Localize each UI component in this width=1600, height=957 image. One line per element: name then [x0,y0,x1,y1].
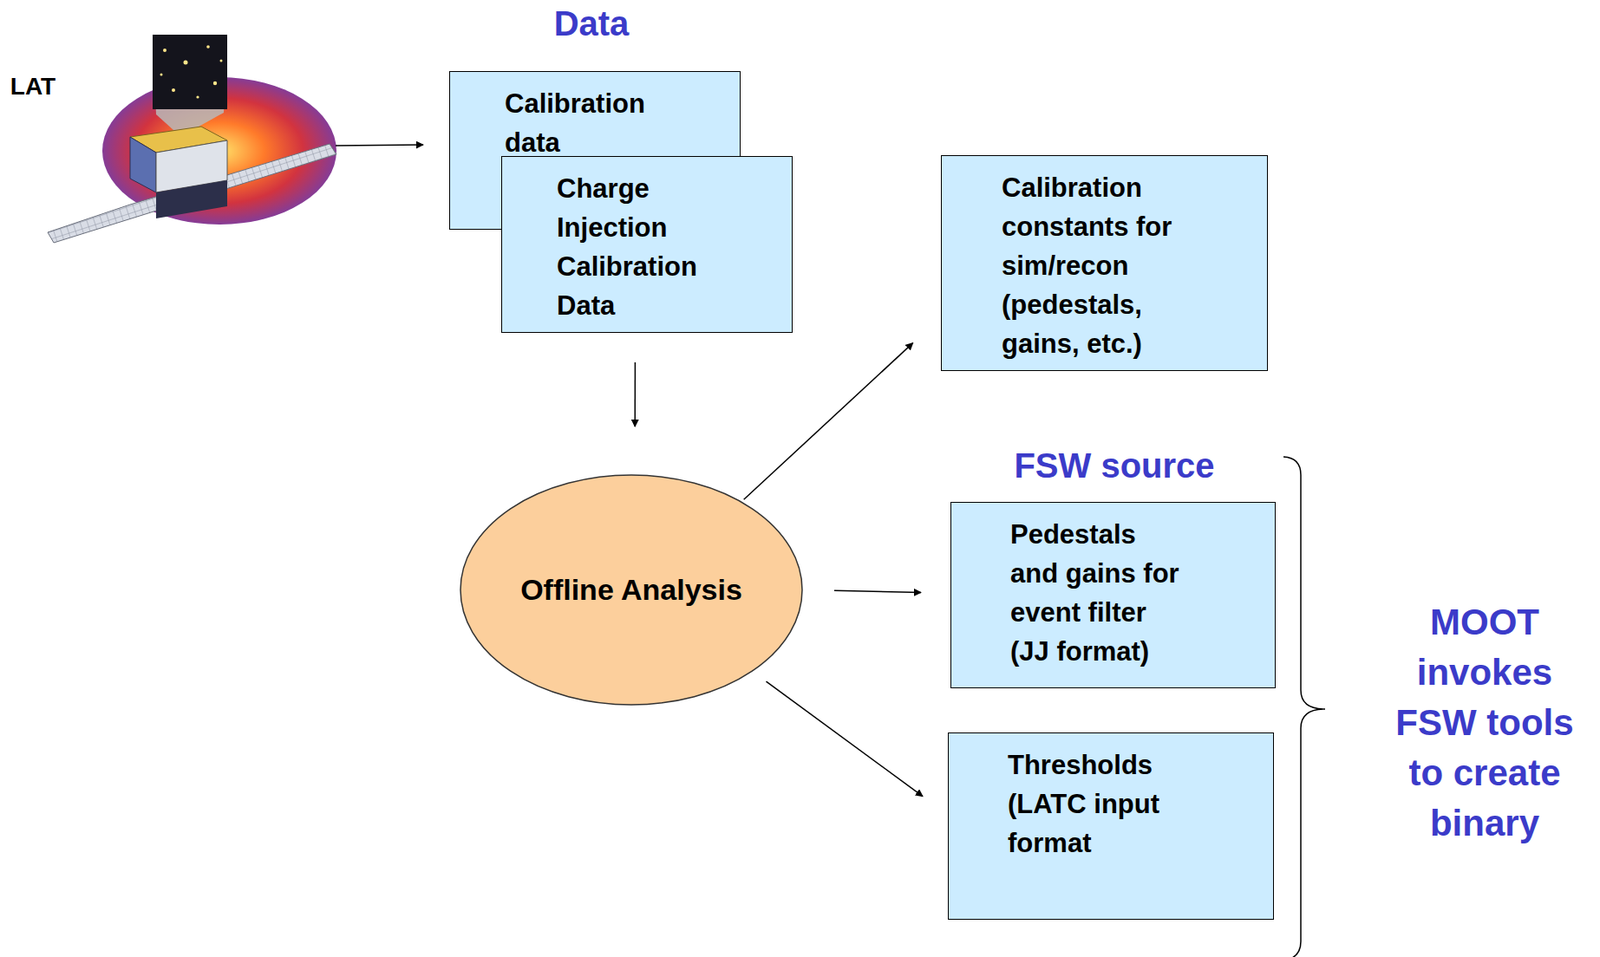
text-line: LAT [10,71,56,102]
section-heading: FSW source [1013,444,1215,487]
text-line: FSW source [1013,444,1215,487]
flow-arrow [834,590,921,593]
section-heading: Data [554,2,630,45]
text-line: Calibration [556,247,792,287]
calibration-constants-box: Calibration constants for sim/recon (ped… [940,155,1268,372]
spacecraft-side [130,137,157,193]
flow-arrow [744,343,914,501]
text-line: gains, etc.) [1001,324,1267,364]
node-text: Thresholds (LATC input format [1007,745,1274,863]
text-line: event filter [1010,593,1275,633]
node-text: Calibration constants for sim/recon (ped… [1001,168,1267,364]
text-line: (LATC input [1007,784,1274,824]
text-line: binary [1395,798,1574,849]
text-line: format [1007,823,1274,863]
text-line: Pedestals [1010,515,1275,555]
text-line: Data [554,2,630,45]
stars [160,45,223,98]
text-line: Injection [556,208,792,248]
view-cone [152,34,228,131]
star-field [152,34,228,110]
text-line: Offline Analysis [520,570,743,610]
text-line: sim/recon [1001,246,1267,286]
flow-arrow [633,362,636,427]
lat-satellite-illustration [47,34,337,243]
text-line: Thresholds [1007,745,1274,785]
spacecraft-base [156,180,228,219]
thresholds-box: Thresholds (LATC input format [947,732,1274,921]
text-line: (pedestals, [1001,285,1267,325]
brace-note: MOOT invokes FSW tools to create binary [1395,597,1574,849]
flow-arrow [766,681,924,797]
text-line: Data [556,286,792,326]
text-line: invokes [1395,647,1574,699]
text-line: and gains for [1010,554,1275,594]
node-text: Calibration data [504,84,740,163]
offline-analysis-ellipse: Offline Analysis [459,474,804,706]
instrument-label: LAT [10,71,56,102]
node-text: Pedestals and gains for event filter (JJ… [1010,515,1275,672]
text-line: Charge [556,169,792,209]
text-line: to create [1395,748,1574,799]
curly-brace [1283,457,1326,957]
charge-injection-box: Charge Injection Calibration Data [501,156,793,334]
node-text: Charge Injection Calibration Data [556,169,792,326]
data-flow-arrow [335,144,424,146]
text-line: FSW tools [1395,698,1574,749]
text-line: constants for [1001,207,1267,247]
node-text: Offline Analysis [520,570,743,610]
event-filter-box: Pedestals and gains for event filter (JJ… [950,502,1276,689]
text-line: (JJ format) [1010,632,1275,672]
text-line: Calibration [504,84,740,124]
text-line: Calibration [1001,168,1267,208]
text-line: MOOT [1395,597,1574,648]
